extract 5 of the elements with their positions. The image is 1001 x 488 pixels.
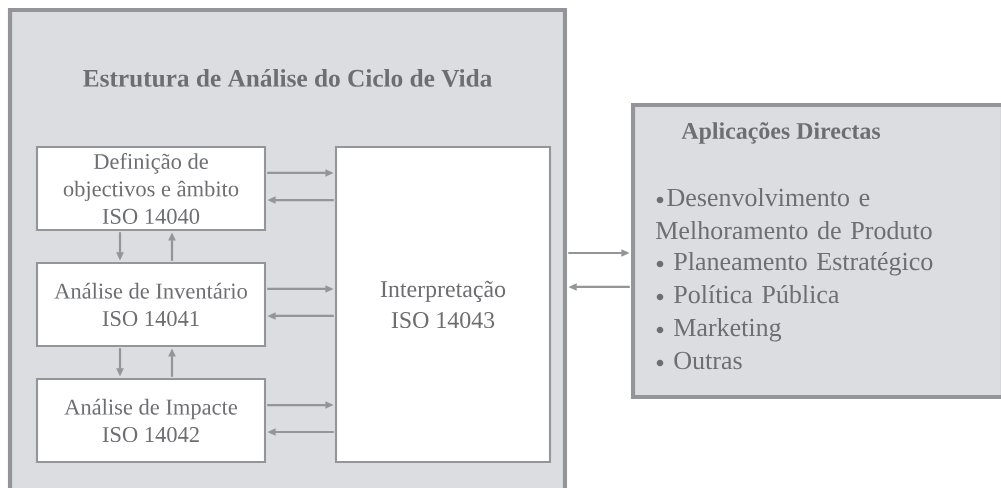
process-box: Interpretação ISO 14043 [334,145,552,464]
process-box: Análise de Impacte ISO 14042 [35,377,267,464]
process-box: Análise de Inventário ISO 14041 [35,261,267,348]
applications-box: Aplicações Directas Desenvolvimento e Melhoramento de Produto Planeamento Estratégico Política Pública Marketing Outras [630,102,1001,400]
process-box: Definição de objectivos e âmbito ISO 14040 [35,145,267,232]
